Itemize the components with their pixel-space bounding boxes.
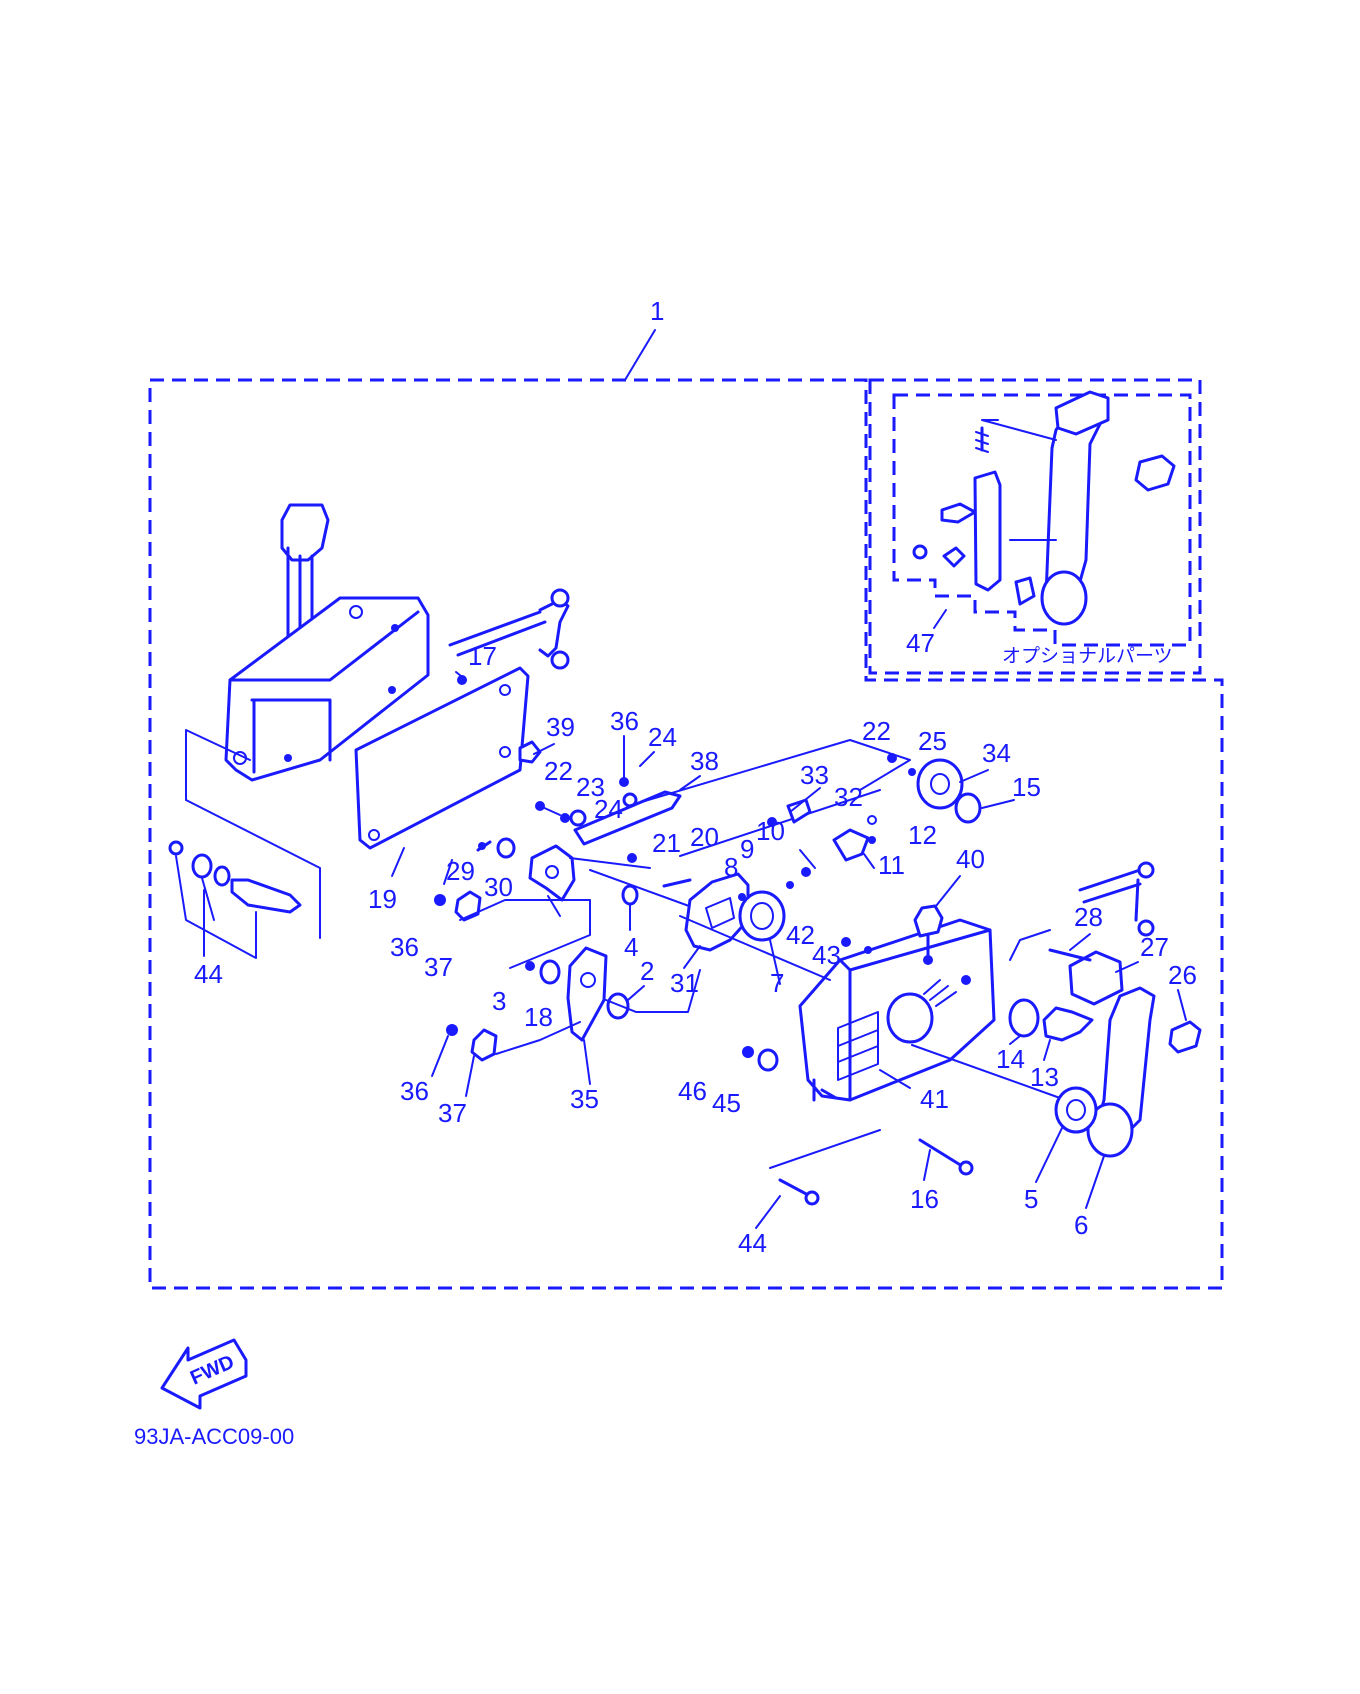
right-housing bbox=[679, 904, 1061, 1102]
callout-32: 32 bbox=[834, 782, 863, 812]
callout-7: 7 bbox=[770, 968, 784, 998]
callout-30: 30 bbox=[484, 872, 513, 902]
callout-21: 21 bbox=[652, 828, 681, 858]
callout-5: 5 bbox=[1024, 1184, 1038, 1214]
callout-15: 15 bbox=[1012, 772, 1041, 802]
callout-19: 19 bbox=[368, 884, 397, 914]
callout-2: 2 bbox=[640, 956, 654, 986]
callout-23: 23 bbox=[576, 772, 605, 802]
callout-29: 29 bbox=[446, 856, 475, 886]
callout-17: 17 bbox=[468, 641, 497, 671]
callout-1: 1 bbox=[650, 296, 664, 326]
cam-31-group bbox=[446, 872, 786, 1062]
callout-42: 42 bbox=[786, 920, 815, 950]
callout-27: 27 bbox=[1140, 932, 1169, 962]
callout-45: 45 bbox=[712, 1088, 741, 1118]
callout-18: 18 bbox=[524, 1002, 553, 1032]
callout-41: 41 bbox=[920, 1084, 949, 1114]
callout-22: 22 bbox=[544, 756, 573, 786]
callout-13: 13 bbox=[1030, 1062, 1059, 1092]
callout-16: 16 bbox=[910, 1184, 939, 1214]
assembly-boundary bbox=[148, 329, 1224, 1290]
callout-28: 28 bbox=[1074, 902, 1103, 932]
center-linkage bbox=[434, 675, 701, 969]
callout-14: 14 bbox=[996, 1044, 1025, 1074]
callout-36c: 36 bbox=[400, 1076, 429, 1106]
callout-44: 44 bbox=[194, 959, 223, 989]
callout-47: 47 bbox=[906, 628, 935, 658]
callout-6: 6 bbox=[1074, 1210, 1088, 1240]
callout-38: 38 bbox=[690, 746, 719, 776]
callout-12: 12 bbox=[908, 820, 937, 850]
callout-43: 43 bbox=[812, 940, 841, 970]
callout-31: 31 bbox=[670, 968, 699, 998]
callout-24b: 24 bbox=[594, 794, 623, 824]
callout-20: 20 bbox=[690, 822, 719, 852]
callout-11: 11 bbox=[878, 850, 905, 880]
callout-10: 10 bbox=[756, 816, 785, 846]
callout-4: 4 bbox=[624, 932, 638, 962]
optional-parts-caption: オプショナルパーツ bbox=[1002, 645, 1173, 667]
right-lever-assembly bbox=[769, 861, 1202, 1206]
callout-46: 46 bbox=[678, 1076, 707, 1106]
callout-36b: 36 bbox=[390, 932, 419, 962]
drawing-code: 93JA-ACC09-00 bbox=[134, 1424, 294, 1449]
callout-25: 25 bbox=[918, 726, 947, 756]
callout-37: 37 bbox=[424, 952, 453, 982]
callout-39: 39 bbox=[546, 712, 575, 742]
optional-parts-inset bbox=[912, 390, 1176, 626]
callout-26: 26 bbox=[1168, 960, 1197, 990]
part-callouts: 1 17 19 44 39 36 24 38 22 23 24 29 30 36… bbox=[194, 296, 1197, 1258]
parts-44-group bbox=[168, 840, 302, 959]
callout-22b: 22 bbox=[862, 716, 891, 746]
callout-36: 36 bbox=[610, 706, 639, 736]
callout-40: 40 bbox=[956, 844, 985, 874]
callout-8: 8 bbox=[724, 852, 738, 882]
fwd-direction-arrow: FWD bbox=[160, 1338, 248, 1410]
callout-34: 34 bbox=[982, 738, 1011, 768]
upper-right-parts bbox=[627, 739, 982, 889]
left-control-box bbox=[185, 503, 570, 939]
callout-35: 35 bbox=[570, 1084, 599, 1114]
callout-24: 24 bbox=[648, 722, 677, 752]
callout-9: 9 bbox=[740, 834, 754, 864]
callout-44b: 44 bbox=[738, 1228, 767, 1258]
callout-37b: 37 bbox=[438, 1098, 467, 1128]
callout-3: 3 bbox=[492, 986, 506, 1016]
leader-lines bbox=[203, 609, 1187, 1229]
callout-33: 33 bbox=[800, 760, 829, 790]
